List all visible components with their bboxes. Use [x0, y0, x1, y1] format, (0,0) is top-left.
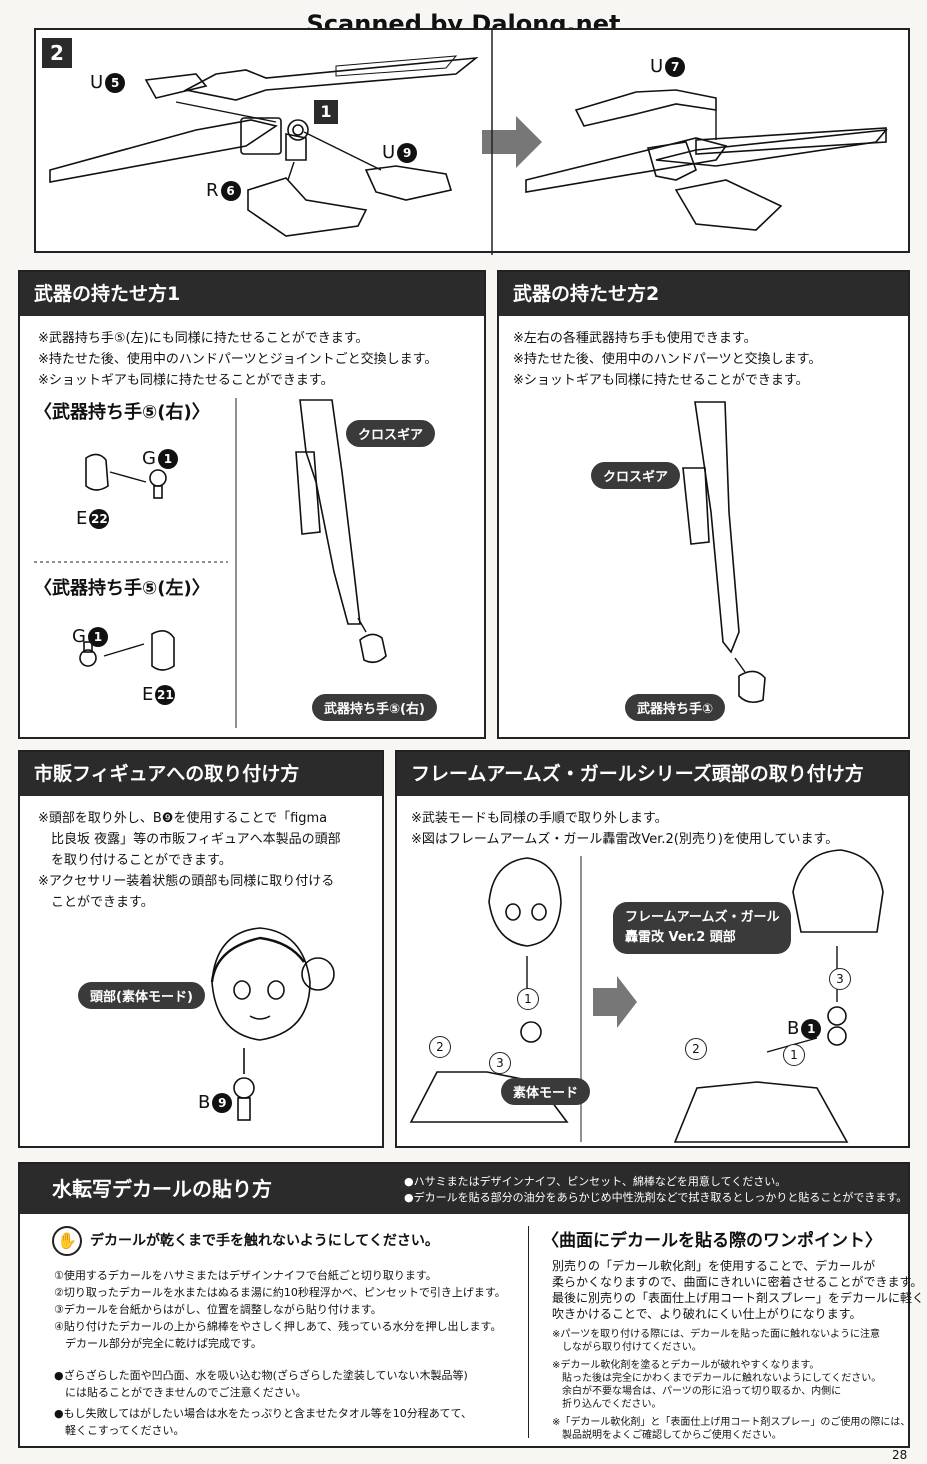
no-touch-icon: ✋ — [52, 1226, 82, 1256]
section-title: 市販フィギュアへの取り付け方 — [20, 752, 382, 796]
onepoint-note: 製品説明をよくご確認してからご使用ください。 — [552, 1430, 782, 1441]
hand-part-label: 武器持ち手① — [625, 694, 726, 721]
onepoint-body: 別売りの「デカール軟化剤」を使用することで、デカールが — [552, 1259, 876, 1273]
note-line: ことができます。 — [38, 895, 154, 910]
step-number-badge: 2 — [42, 38, 72, 68]
caution-bullet: 軽くこすってください。 — [54, 1424, 185, 1437]
header-note: ●デカールを貼る部分の油分をあらかじめ中性洗剤などで拭き取るとしっかりと貼ること… — [404, 1191, 908, 1204]
fag-diagram — [409, 849, 884, 1143]
note-line: ※ショットギアも同様に持たせることができます。 — [38, 373, 334, 388]
note-line: 比良坂 夜露」等の市販フィギュアへ本製品の頭部 — [38, 832, 341, 847]
subheading-left-hand: 〈武器持ち手⑤(左)〉 — [34, 578, 210, 599]
frame-arms-girl-head-panel: フレームアームズ・ガールシリーズ頭部の取り付け方 ※武装モードも同様の手順で取り… — [395, 750, 910, 1148]
step-number-circle: 1 — [517, 988, 539, 1010]
note-line: ※図はフレームアームズ・ガール轟雷改Ver.2(別売り)を使用しています。 — [411, 832, 839, 847]
onepoint-note: 余白が不要な場合は、パーツの形に沿って切り取るか、内側に — [552, 1386, 842, 1397]
weapon1-diagram — [34, 398, 387, 728]
decal-step: ②切り取ったデカールを水またはぬるま湯に約10秒程浮かべ、ピンセットで引き上げま… — [54, 1286, 506, 1299]
onepoint-title: 〈曲面にデカールを貼る際のワンポイント〉 — [542, 1231, 882, 1251]
caution-bullet: ●もし失敗してはがしたい場合は水をたっぷりと含ませたタオル等を10分程あてて、 — [54, 1407, 472, 1420]
hand-part-label: 武器持ち手⑤(右) — [312, 694, 437, 721]
section-title: 武器の持たせ方2 — [499, 272, 908, 316]
note-line: ※持たせた後、使用中のハンドパーツと交換します。 — [513, 352, 822, 367]
head-label-line: 轟雷改 Ver.2 頭部 — [625, 930, 736, 945]
decal-step: ③デカールを台紙からはがし、位置を調整しながら貼り付けます。 — [54, 1303, 382, 1316]
weapon-holding-1-panel: 武器の持たせ方1 ※武器持ち手⑤(左)にも同様に持たせることができます。 ※持た… — [18, 270, 486, 739]
section-title: 武器の持たせ方1 — [20, 272, 484, 316]
section-title: フレームアームズ・ガールシリーズ頭部の取り付け方 — [397, 752, 908, 796]
onepoint-body: 吹きかけることで、より破れにくい仕上がりになります。 — [552, 1307, 862, 1321]
onepoint-body: 柔らかくなりますので、曲面にきれいに密着させることができます。 — [552, 1275, 923, 1289]
subheading-right-hand: 〈武器持ち手⑤(右)〉 — [34, 402, 210, 423]
weapon2-diagram — [682, 401, 766, 704]
decal-step: ①使用するデカールをハサミまたはデザインナイフで台紙ごと切り取ります。 — [54, 1269, 437, 1282]
step-number-circle: 3 — [829, 968, 851, 990]
section-title: 水転写デカールの貼り方 — [52, 1177, 272, 1201]
head-illustration — [210, 927, 335, 1121]
note-line: ※持たせた後、使用中のハンドパーツとジョイントごと交換します。 — [38, 352, 438, 367]
step-number-circle: 2 — [429, 1036, 451, 1058]
step2-left-diagram — [49, 30, 888, 255]
inner-step-badge: 1 — [314, 100, 338, 124]
weapon-holding-2-panel: 武器の持たせ方2 ※左右の各種武器持ち手も使用できます。 ※持たせた後、使用中の… — [497, 270, 910, 739]
warning-text: デカールが乾くまで手を触れないようにしてください。 — [90, 1233, 439, 1249]
step-number-circle: 2 — [685, 1038, 707, 1060]
page-number: 28 — [892, 1448, 908, 1462]
fag-head-label: フレームアームズ・ガール 轟雷改 Ver.2 頭部 — [613, 902, 792, 954]
note-line: ※頭部を取り外し、B❾を使用することで「figma — [38, 811, 328, 826]
note-line: ※アクセサリー装着状態の頭部も同様に取り付ける — [38, 874, 335, 889]
caution-bullet: には貼ることができませんのでご注意ください。 — [54, 1386, 307, 1399]
head-mode-label: 頭部(素体モード) — [78, 982, 205, 1009]
onepoint-note: しながら取り付けてください。 — [552, 1342, 702, 1353]
head-label-line: フレームアームズ・ガール — [625, 910, 780, 925]
caution-bullet: ●ざらざらした面や凹凸面、水を吸い込む物(ざらざらした塗装していない木製品等) — [54, 1369, 468, 1382]
onepoint-body: 最後に別売りの「表面仕上げ用コート剤スプレー」をデカールに軽く — [552, 1291, 925, 1305]
step-number-circle: 1 — [783, 1044, 805, 1066]
onepoint-note: 貼った後は完全にかわくまでデカールに触れないようにしてください。 — [552, 1373, 882, 1384]
column-divider — [528, 1226, 529, 1438]
decal-step: デカール部分が完全に乾けば完成です。 — [54, 1337, 262, 1350]
decal-header-bar — [20, 1164, 908, 1214]
onepoint-note: ※「デカール軟化剤」と「表面仕上げ用コート剤スプレー」のご使用の際には、 — [552, 1417, 911, 1428]
note-line: ※武器持ち手⑤(左)にも同様に持たせることができます。 — [38, 331, 369, 346]
decal-step: ④貼り付けたデカールの上から綿棒をやさしく押しあて、残っている水分を押し出します… — [54, 1320, 502, 1333]
onepoint-note: 折り込んでください。 — [552, 1399, 662, 1410]
note-line: を取り付けることができます。 — [38, 853, 232, 868]
note-line: ※武装モードも同様の手順で取り外します。 — [411, 811, 668, 826]
commercial-figure-panel: 市販フィギュアへの取り付け方 ※頭部を取り外し、B❾を使用することで「figma… — [18, 750, 384, 1148]
crossgear-label: クロスギア — [346, 420, 436, 447]
note-line: ※左右の各種武器持ち手も使用できます。 — [513, 331, 757, 346]
body-mode-label: 素体モード — [501, 1078, 591, 1105]
onepoint-note: ※デカール軟化剤を塗るとデカールが破れやすくなります。 — [552, 1360, 820, 1371]
note-line: ※ショットギアも同様に持たせることができます。 — [513, 373, 809, 388]
water-decal-panel: 水転写デカールの貼り方 ●ハサミまたはデザインナイフ、ピンセット、綿棒などを用意… — [18, 1162, 924, 1448]
onepoint-note: ※パーツを取り付ける際には、デカールを貼った面に触れないように注意 — [552, 1329, 880, 1340]
header-note: ●ハサミまたはデザインナイフ、ピンセット、綿棒などを用意してください。 — [404, 1175, 787, 1188]
crossgear-label: クロスギア — [591, 462, 681, 489]
step-number-circle: 3 — [489, 1052, 511, 1074]
